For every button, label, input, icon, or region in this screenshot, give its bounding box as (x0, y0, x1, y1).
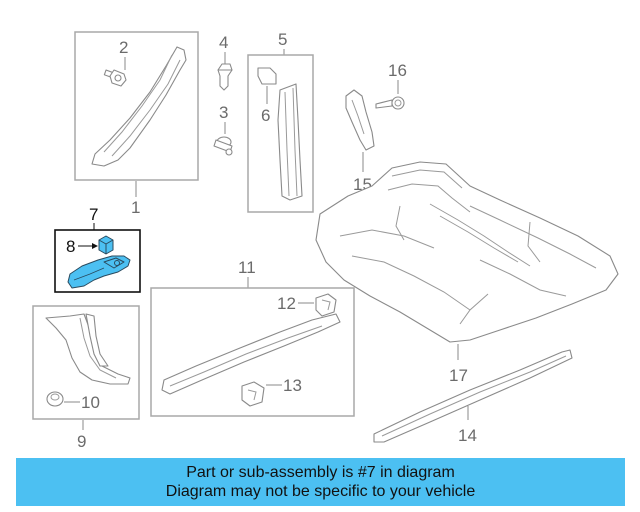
group-box-11 (150, 287, 355, 417)
info-banner: Part or sub-assembly is #7 in diagram Di… (16, 458, 625, 506)
callout-17: 17 (449, 366, 468, 385)
callout-13: 13 (283, 376, 302, 395)
callout-12: 12 (277, 294, 296, 313)
callout-5: 5 (278, 30, 287, 49)
group-box-5 (247, 54, 314, 213)
clip-part-12 (315, 293, 337, 317)
clip-part-10 (46, 391, 64, 407)
callout-1: 1 (131, 198, 140, 217)
a-pillar-trim-part-1 (91, 46, 187, 167)
callout-11: 11 (238, 258, 256, 277)
scuff-plate-part-14 (373, 349, 573, 443)
quarter-trim-part-15 (345, 89, 375, 151)
group-box-1 (74, 31, 199, 181)
clip-part-3 (213, 136, 233, 156)
callout-10: 10 (81, 393, 100, 412)
callout-4: 4 (219, 33, 228, 52)
callout-6: 6 (261, 106, 270, 125)
callout-9: 9 (77, 432, 86, 451)
floor-carpet-part-17 (315, 161, 619, 343)
leader-8-arrowhead (92, 243, 98, 249)
screw-part-16 (375, 96, 405, 110)
callout-2: 2 (119, 38, 128, 57)
banner-line-1: Part or sub-assembly is #7 in diagram (186, 464, 455, 481)
b-pillar-trim-part-5 (277, 83, 303, 201)
clip-part-8 (98, 235, 114, 255)
clip-part-4 (217, 63, 233, 91)
door-sill-part-11 (161, 313, 341, 395)
callout-14: 14 (458, 426, 477, 445)
clip-part-13 (241, 381, 265, 407)
clip-part-6 (257, 67, 277, 85)
callout-7: 7 (89, 205, 98, 224)
group-box-7 (54, 229, 141, 293)
bolt-part-2 (103, 69, 127, 87)
group-box-9 (32, 305, 140, 420)
highlighted-part-7 (67, 255, 131, 289)
kick-panel-part-9 (45, 313, 131, 385)
callout-3: 3 (219, 103, 228, 122)
banner-line-2: Diagram may not be specific to your vehi… (165, 483, 476, 500)
callout-16: 16 (388, 61, 407, 80)
callout-8: 8 (66, 237, 75, 256)
